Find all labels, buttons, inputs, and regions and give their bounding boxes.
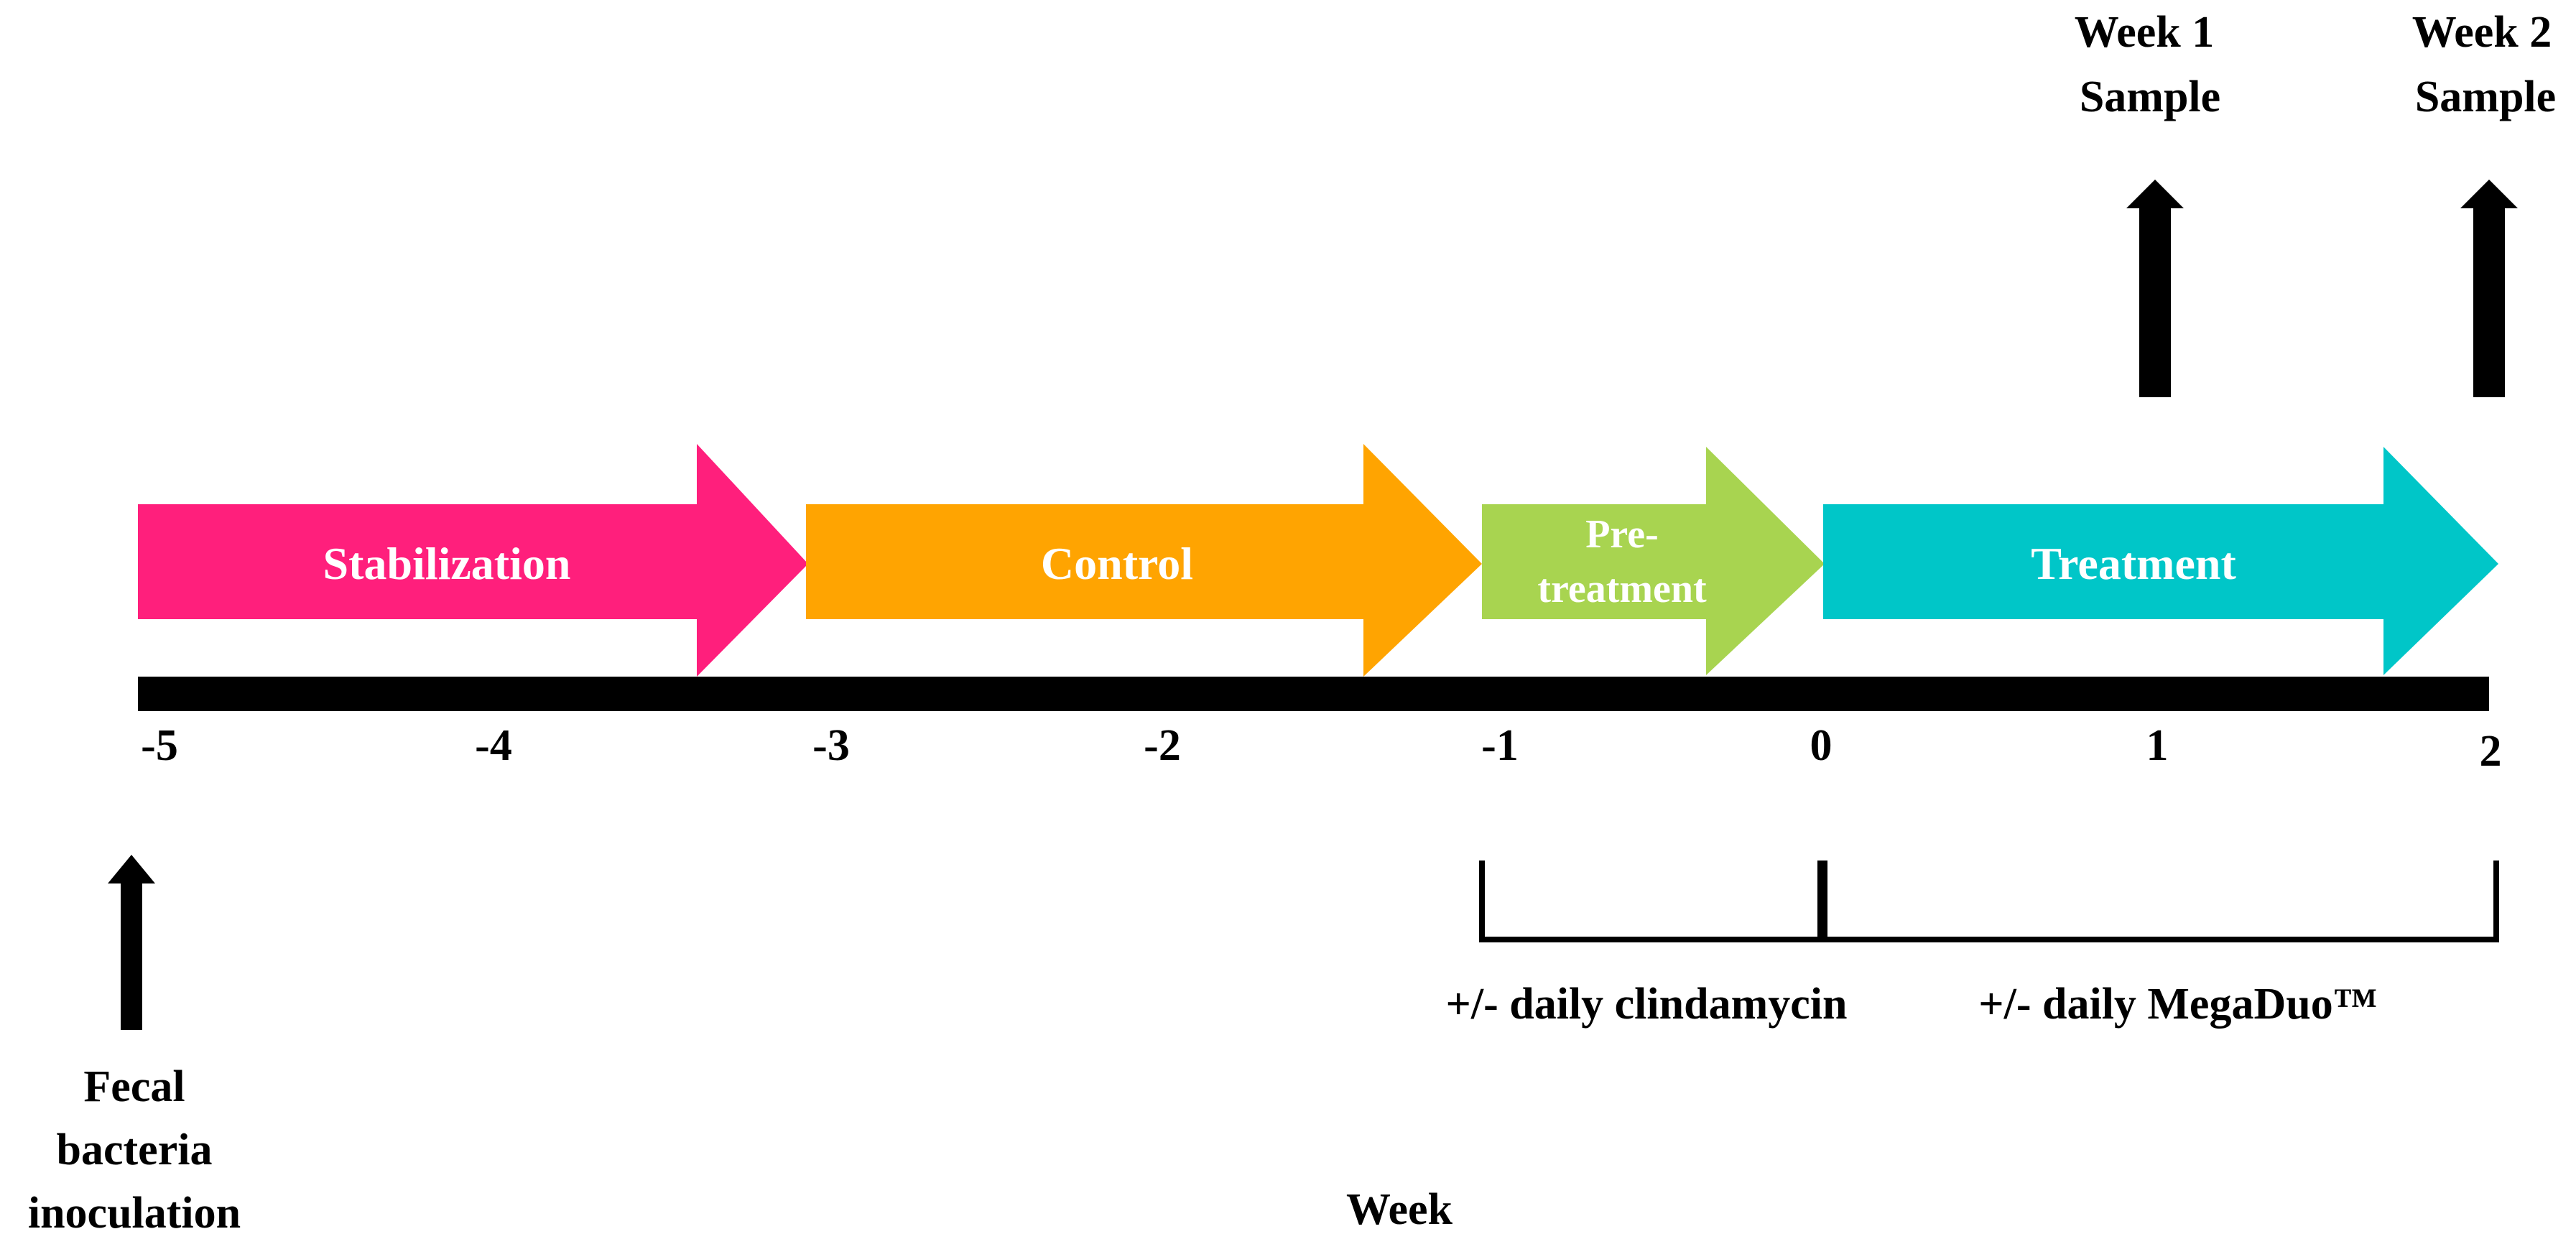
week1-sample-label-line1: Week 1 xyxy=(2075,8,2215,57)
week2-sample-arrow xyxy=(2460,180,2518,397)
control-phase-arrow xyxy=(806,444,1482,677)
tick-label: 2 xyxy=(2480,727,2502,776)
tick-label: 0 xyxy=(1810,721,1833,770)
tick-label: -2 xyxy=(1144,721,1181,770)
stabilization-phase-label: Stabilization xyxy=(323,538,571,589)
pretreatment-phase-label-line2: treatment xyxy=(1537,567,1707,611)
inoculation-label-line3: inoculation xyxy=(28,1189,241,1238)
clindamycin-regimen-label: +/- daily clindamycin xyxy=(1446,980,1848,1029)
week1-sample-label-line2: Sample xyxy=(2080,73,2220,121)
inoculation-label-line1: Fecal xyxy=(83,1062,185,1111)
megaduo-regimen-label: +/- daily MegaDuo™ xyxy=(1978,980,2377,1029)
control-phase-label: Control xyxy=(1041,538,1193,589)
treatment-phase-arrow xyxy=(1823,447,2498,675)
inoculation-label-line2: bacteria xyxy=(57,1126,213,1174)
megaduo-bracket xyxy=(1820,861,2499,942)
tick-label: -5 xyxy=(141,721,178,770)
week1-sample-arrow xyxy=(2126,180,2184,397)
tick-label: -1 xyxy=(1481,721,1519,770)
axis-title: Week xyxy=(1346,1185,1453,1234)
pretreatment-phase-arrow xyxy=(1482,447,1825,675)
week2-sample-label-line2: Sample xyxy=(2415,73,2556,121)
stabilization-phase-arrow xyxy=(138,444,808,677)
tick-label: -4 xyxy=(475,721,512,770)
tick-label: -3 xyxy=(812,721,850,770)
tick-label: 1 xyxy=(2146,721,2169,770)
pretreatment-phase-label-line1: Pre- xyxy=(1585,512,1659,557)
bracket-divider xyxy=(1817,861,1827,940)
timeline-axis-bar xyxy=(138,677,2489,711)
inoculation-arrow xyxy=(108,855,155,1030)
week2-sample-label-line1: Week 2 xyxy=(2412,8,2552,57)
clindamycin-bracket xyxy=(1479,861,1824,942)
treatment-phase-label: Treatment xyxy=(2031,538,2236,589)
